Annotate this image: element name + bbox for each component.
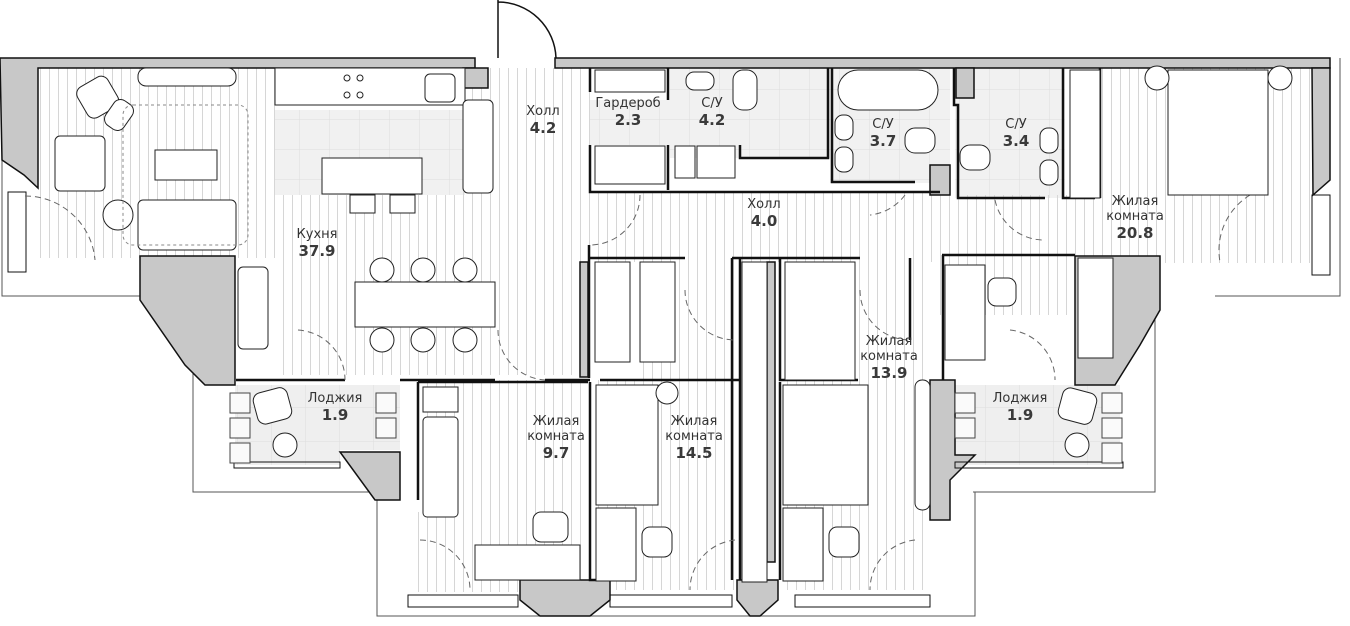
wardrobe-d bbox=[1077, 257, 1114, 359]
windows bbox=[7, 191, 1331, 608]
chair-13-9 bbox=[828, 526, 860, 558]
room-label-bathroom-2: С/У 3.7 bbox=[869, 117, 897, 150]
sideboard bbox=[237, 266, 269, 350]
desk-13-9 bbox=[782, 507, 824, 582]
room-area: 3.7 bbox=[869, 131, 897, 150]
room-area: 1.9 bbox=[1006, 405, 1034, 424]
room-area: 2.3 bbox=[614, 110, 642, 129]
room-label-kitchen: Кухня 37.9 bbox=[296, 227, 338, 260]
armchair-2 bbox=[54, 135, 106, 192]
sofa-bed bbox=[422, 416, 459, 518]
room-name: Холл bbox=[747, 197, 781, 212]
room-area: 4.2 bbox=[529, 118, 557, 137]
room-area: 3.4 bbox=[1002, 131, 1030, 150]
room-name: Холл bbox=[526, 104, 560, 119]
toilet-2 bbox=[904, 127, 936, 154]
planters bbox=[229, 392, 1123, 464]
desk-9-7 bbox=[474, 544, 581, 581]
room-label-bathroom-1: С/У 4.2 bbox=[698, 96, 726, 129]
room-area: 14.5 bbox=[675, 443, 713, 462]
room-label-hall-1: Холл 4.2 bbox=[526, 104, 560, 137]
room-label-hall-2: Холл 4.0 bbox=[747, 197, 781, 230]
shelf bbox=[422, 386, 459, 413]
sink bbox=[424, 73, 456, 103]
room-area: 9.7 bbox=[542, 443, 570, 462]
toilet bbox=[732, 69, 758, 111]
wardrobe-a bbox=[594, 261, 631, 363]
rug bbox=[122, 104, 249, 246]
washbasin bbox=[685, 71, 715, 91]
kitchen-island bbox=[321, 157, 423, 195]
room-name: Кухня bbox=[296, 227, 338, 242]
room-name: Гардероб bbox=[595, 96, 661, 111]
wardrobe-master bbox=[1069, 69, 1101, 199]
radiator bbox=[914, 379, 931, 511]
armchair bbox=[76, 75, 120, 119]
room-label-bathroom-3: С/У 3.4 bbox=[1002, 117, 1030, 150]
room-area: 4.2 bbox=[698, 110, 726, 129]
washbasin-2 bbox=[834, 114, 854, 141]
coffee-table bbox=[154, 149, 218, 181]
room-name: Лоджия bbox=[992, 391, 1048, 406]
hall-closet bbox=[462, 99, 494, 194]
double-bed bbox=[1167, 69, 1269, 196]
chair-14-5 bbox=[641, 526, 673, 558]
room-area: 4.0 bbox=[750, 211, 778, 230]
room-name: С/У bbox=[701, 96, 723, 111]
side-table bbox=[102, 199, 134, 231]
bed-14-5 bbox=[595, 384, 659, 506]
room-name: С/У bbox=[1005, 117, 1027, 132]
dryer bbox=[696, 145, 736, 179]
shelving bbox=[741, 261, 768, 583]
room-area: 37.9 bbox=[298, 241, 336, 260]
dining-table bbox=[354, 281, 496, 328]
sofa bbox=[137, 199, 237, 251]
door-swings bbox=[24, 194, 1251, 591]
bathtub bbox=[837, 69, 939, 111]
wardrobe-b bbox=[639, 261, 676, 363]
desk-hall bbox=[944, 264, 986, 361]
room-name: Лоджия bbox=[307, 391, 363, 406]
room-area: 1.9 bbox=[321, 405, 349, 424]
room-name: С/У bbox=[872, 117, 894, 132]
room-label-wardrobe: Гардероб 2.3 bbox=[595, 96, 661, 129]
furniture bbox=[54, 65, 1293, 583]
washbasin-3 bbox=[834, 146, 854, 173]
bed-13-9 bbox=[782, 384, 869, 506]
room-area: 13.9 bbox=[870, 363, 908, 382]
tv-console bbox=[137, 67, 237, 87]
washing-machine bbox=[674, 145, 696, 179]
wardrobe-shelf-top bbox=[594, 69, 666, 93]
room-area: 20.8 bbox=[1116, 223, 1154, 242]
wardrobe-shelf-bottom bbox=[594, 145, 666, 185]
entry-door bbox=[497, 0, 557, 59]
room-label-loggia-right: Лоджия 1.9 bbox=[992, 391, 1048, 424]
wardrobe-c bbox=[784, 261, 856, 381]
room-label-loggia-left: Лоджия 1.9 bbox=[307, 391, 363, 424]
desk-14-5 bbox=[595, 507, 637, 582]
